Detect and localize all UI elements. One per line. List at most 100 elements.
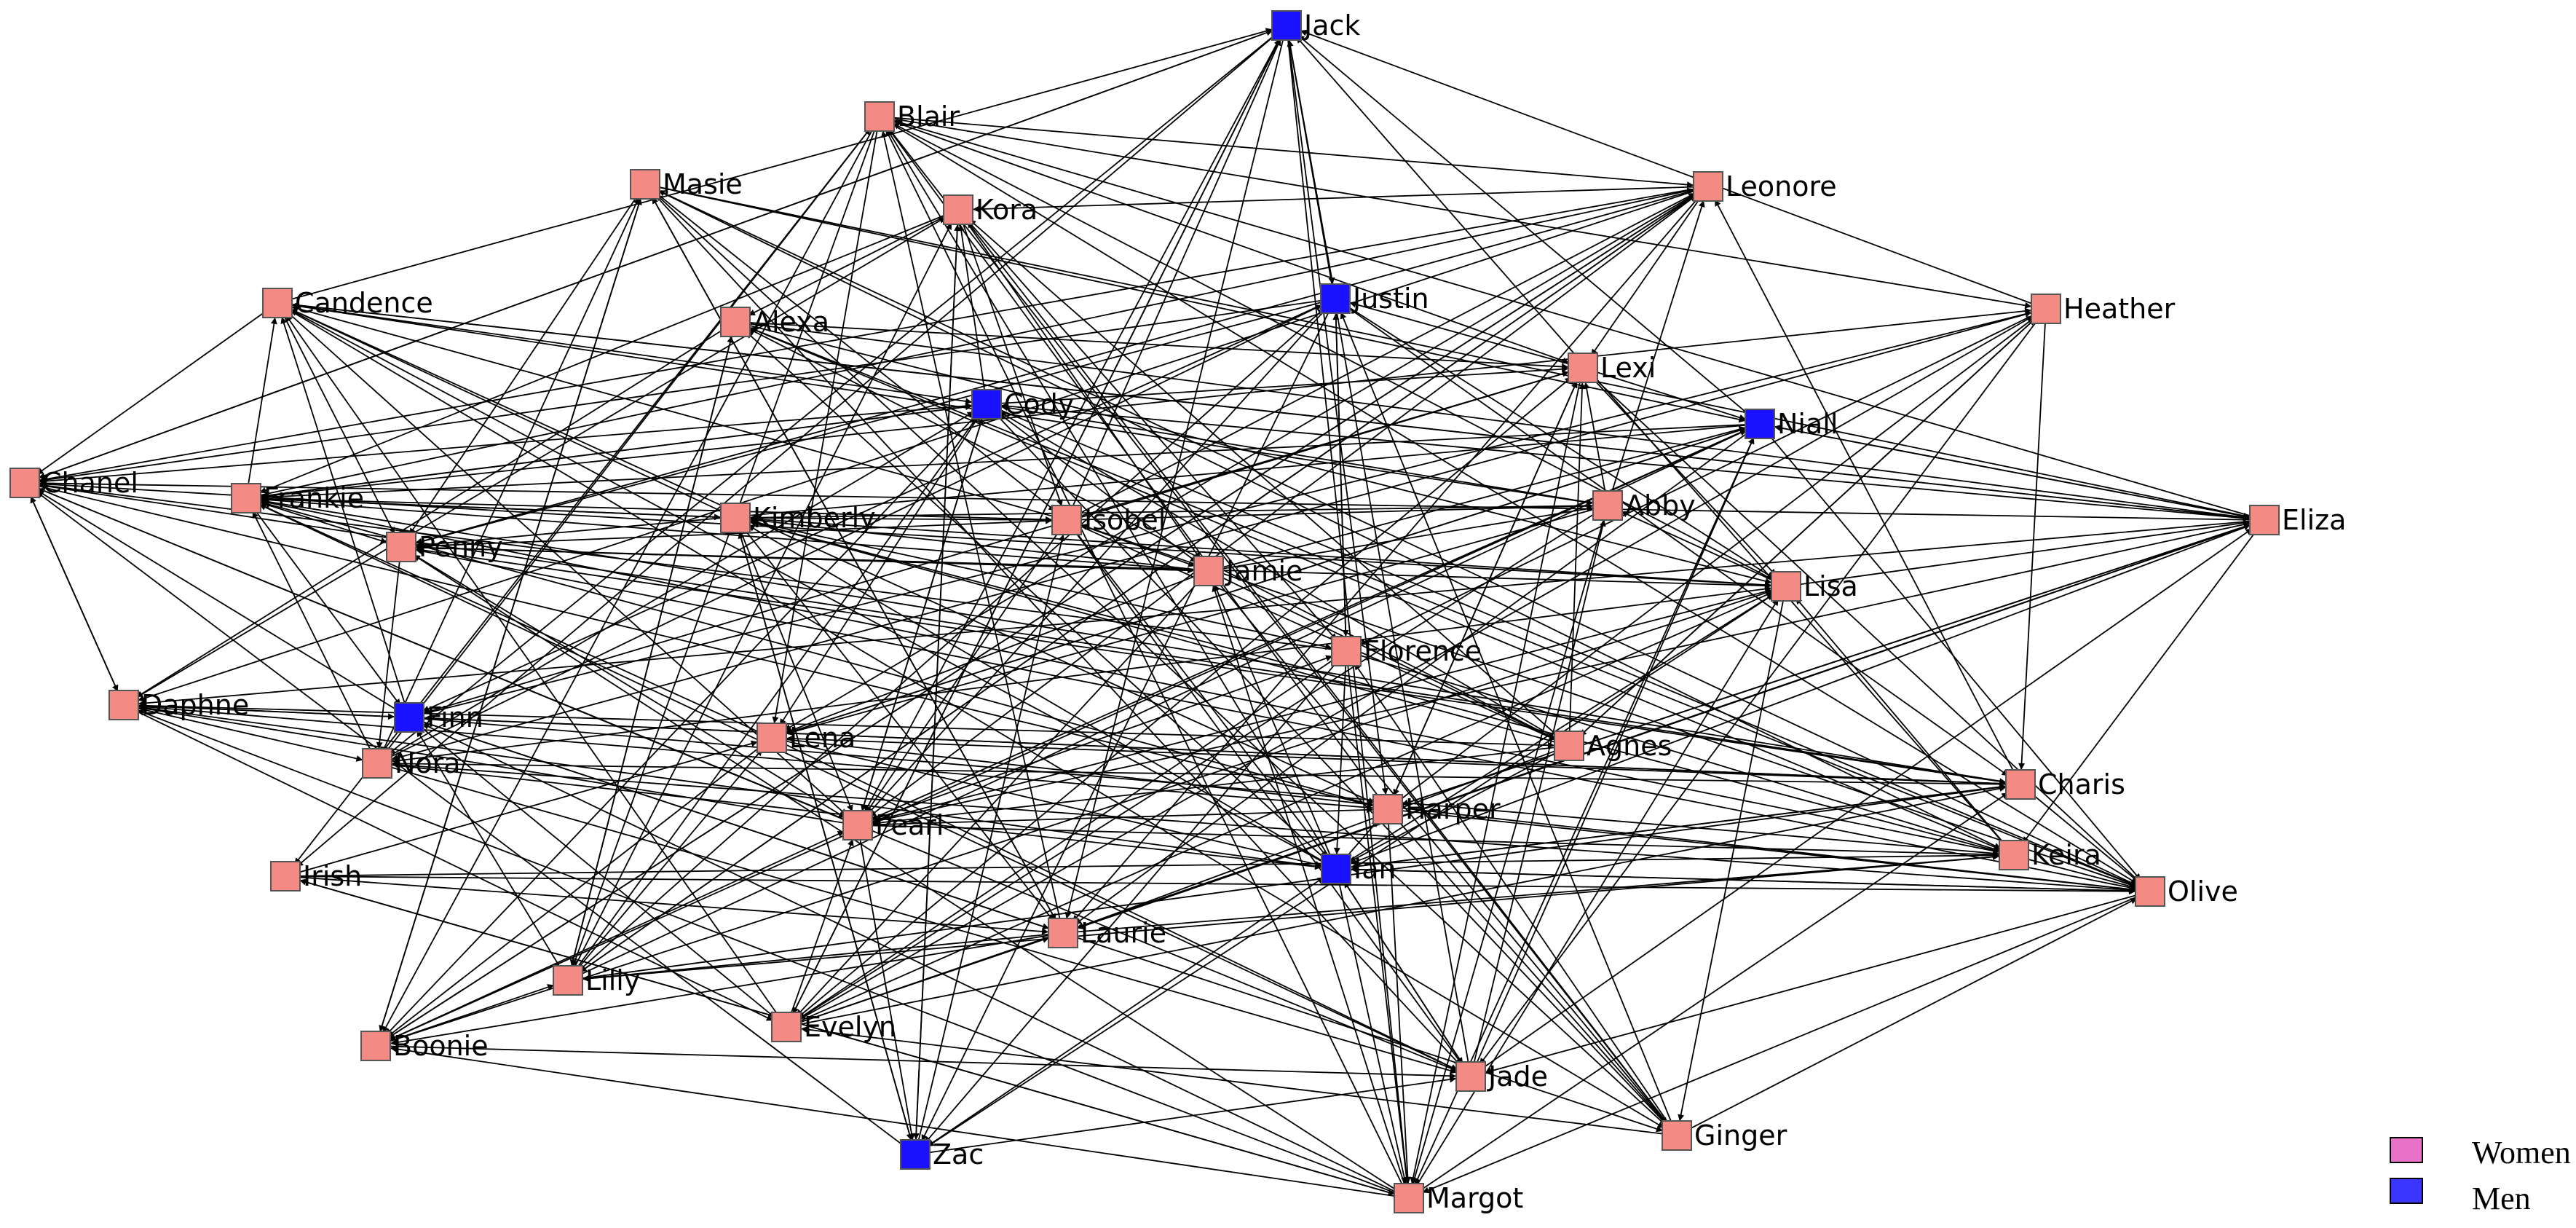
node-agnes[interactable]: Agnes [1554, 730, 1672, 762]
node-marker-lisa[interactable] [1771, 571, 1801, 602]
node-marker-ian[interactable] [1321, 854, 1351, 884]
edge-pearl-to-florence [871, 655, 1333, 822]
edge-niall-to-margot [1414, 436, 1755, 1186]
edge-finn-to-heather [423, 310, 2032, 715]
node-marker-justin[interactable] [1320, 283, 1351, 314]
edge-harper-to-margot [1388, 823, 1411, 1184]
node-marker-olive[interactable] [2135, 876, 2165, 907]
node-blair[interactable]: Blair [864, 101, 960, 133]
node-marker-abby[interactable] [1592, 490, 1623, 521]
node-marker-zac[interactable] [900, 1139, 931, 1170]
node-leonore[interactable]: Leonore [1693, 170, 1837, 202]
edge-blair-to-olive [891, 123, 2138, 885]
node-cody[interactable]: Cody [971, 388, 1074, 420]
edge-blair-to-lexi [893, 120, 1570, 364]
node-isobel[interactable]: Isobel [1051, 504, 1166, 536]
node-marker-lilly[interactable] [553, 965, 583, 996]
node-lena[interactable]: Lena [756, 722, 856, 754]
node-marker-jamie[interactable] [1193, 556, 1224, 586]
node-marker-masie[interactable] [630, 169, 660, 200]
node-lexi[interactable]: Lexi [1568, 352, 1656, 384]
node-masie[interactable]: Masie [630, 168, 743, 200]
node-jack[interactable]: Jack [1271, 9, 1360, 42]
node-finn[interactable]: Finn [394, 701, 483, 733]
node-nora[interactable]: Nora [362, 747, 461, 779]
node-marker-jack[interactable] [1271, 10, 1302, 41]
node-marker-leonore[interactable] [1693, 171, 1723, 202]
node-olive[interactable]: Olive [2135, 875, 2238, 908]
node-kora[interactable]: Kora [943, 194, 1038, 226]
node-ian[interactable]: Ian [1321, 853, 1396, 885]
node-marker-jade[interactable] [1455, 1061, 1486, 1092]
node-charis[interactable]: Charis [2005, 768, 2125, 800]
node-jamie[interactable]: Jamie [1193, 555, 1303, 587]
node-marker-blair[interactable] [864, 101, 895, 132]
node-marker-lexi[interactable] [1568, 353, 1598, 383]
node-marker-florence[interactable] [1331, 636, 1362, 666]
node-marker-pearl[interactable] [842, 810, 873, 841]
node-harper[interactable]: Harper [1372, 793, 1501, 825]
node-label-blair: Blair [897, 101, 960, 133]
node-marker-niall[interactable] [1745, 409, 1775, 439]
node-keira[interactable]: Keira [1999, 839, 2101, 871]
node-marker-alexa[interactable] [720, 307, 751, 337]
node-marker-harper[interactable] [1372, 794, 1403, 824]
node-chanel[interactable]: Chanel [9, 467, 138, 499]
node-zac[interactable]: Zac [900, 1138, 984, 1170]
node-candence[interactable]: Candence [262, 287, 433, 319]
edge-lilly-to-cody [576, 415, 979, 969]
node-marker-agnes[interactable] [1554, 731, 1584, 761]
node-penny[interactable]: Penny [386, 531, 503, 563]
node-heather[interactable]: Heather [2031, 293, 2176, 325]
node-lilly[interactable]: Lilly [553, 964, 640, 996]
edge-chanel-to-cody [39, 402, 973, 483]
node-pearl[interactable]: Pearl [842, 809, 944, 841]
node-marker-candence[interactable] [262, 288, 293, 318]
node-marker-evelyn[interactable] [771, 1012, 802, 1042]
node-marker-frankie[interactable] [231, 483, 261, 513]
node-niall[interactable]: Niall [1745, 408, 1838, 440]
node-marker-lena[interactable] [756, 723, 787, 753]
edge-laurie-to-lilly [582, 934, 1049, 982]
node-margot[interactable]: Margot [1394, 1182, 1523, 1214]
node-marker-isobel[interactable] [1051, 505, 1082, 535]
node-boonie[interactable]: Boonie [360, 1030, 489, 1062]
node-eliza[interactable]: Eliza [2249, 504, 2346, 536]
node-daphne[interactable]: Daphne [108, 689, 249, 721]
node-justin[interactable]: Justin [1320, 283, 1429, 315]
node-jade[interactable]: Jade [1455, 1060, 1548, 1093]
node-marker-finn[interactable] [394, 702, 424, 733]
node-evelyn[interactable]: Evelyn [771, 1011, 896, 1043]
edge-justin-to-penny [415, 302, 1321, 545]
node-marker-heather[interactable] [2031, 294, 2061, 324]
node-marker-margot[interactable] [1394, 1183, 1424, 1213]
node-frankie[interactable]: Frankie [231, 482, 364, 514]
node-marker-cody[interactable] [971, 389, 1002, 420]
edge-olive-to-ian [1350, 866, 2136, 892]
edge-frankie-to-cody [260, 404, 973, 497]
node-lisa[interactable]: Lisa [1771, 570, 1858, 602]
node-marker-kimberly[interactable] [720, 503, 751, 533]
node-marker-kora[interactable] [943, 194, 973, 225]
node-marker-eliza[interactable] [2249, 505, 2280, 535]
node-marker-keira[interactable] [1999, 840, 2029, 870]
node-marker-irish[interactable] [270, 861, 301, 892]
node-marker-ginger[interactable] [1662, 1120, 1692, 1151]
node-marker-nora[interactable] [362, 748, 392, 779]
node-florence[interactable]: Florence [1331, 635, 1482, 667]
node-marker-charis[interactable] [2005, 769, 2036, 800]
node-marker-daphne[interactable] [108, 690, 139, 720]
edge-leonore-to-penny [415, 189, 1694, 545]
node-abby[interactable]: Abby [1592, 489, 1696, 521]
node-marker-chanel[interactable] [9, 468, 40, 498]
node-kimberly[interactable]: Kimberly [720, 502, 876, 534]
node-ginger[interactable]: Ginger [1662, 1119, 1787, 1152]
node-marker-boonie[interactable] [360, 1031, 391, 1061]
edge-niall-to-penny [415, 424, 1746, 548]
node-marker-laurie[interactable] [1048, 918, 1078, 948]
node-laurie[interactable]: Laurie [1048, 917, 1166, 949]
node-marker-penny[interactable] [386, 532, 416, 562]
edge-isobel-to-jack [1072, 38, 1281, 508]
node-irish[interactable]: Irish [270, 860, 362, 892]
node-alexa[interactable]: Alexa [720, 306, 829, 338]
